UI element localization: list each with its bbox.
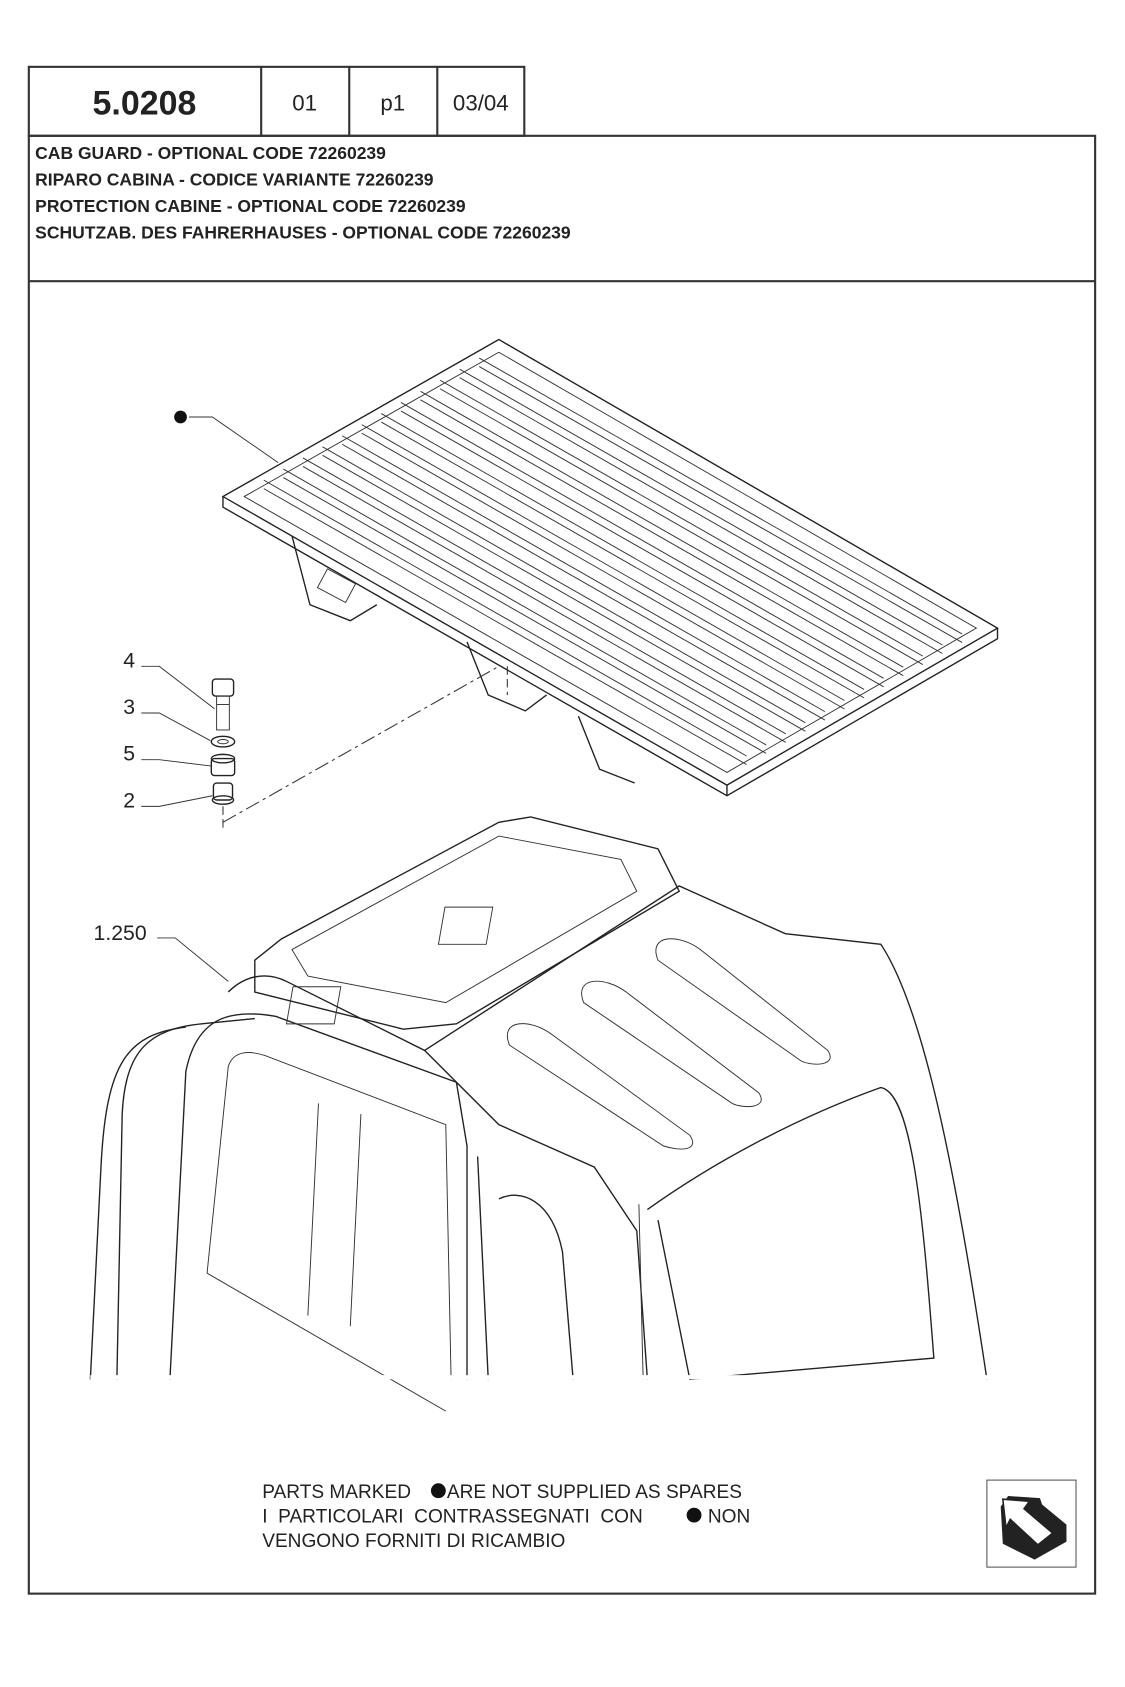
guard-slat: [302, 457, 786, 735]
revision: 01: [292, 90, 317, 115]
guard-slat: [479, 357, 963, 635]
guard-slat: [361, 432, 845, 710]
callout-5: 5: [123, 743, 135, 766]
not-supplied-marker-icon: [686, 1507, 702, 1523]
cab-guard-drawing: [174, 338, 999, 797]
guard-slat: [439, 388, 924, 666]
page-number: p1: [380, 90, 405, 115]
not-supplied-marker: [174, 410, 187, 424]
guard-slat: [341, 443, 826, 721]
header-table: 5.0208 01 p1 03/04: [27, 65, 526, 137]
guard-slat: [283, 468, 767, 746]
guard-slat: [420, 390, 904, 668]
guard-slat: [420, 399, 904, 677]
callout-1-250: 1.250: [94, 922, 147, 945]
spares-note: PARTS MARKED ARE NOT SUPPLIED AS SPARES …: [262, 1482, 750, 1552]
svg-text:PARTS MARKED: PARTS MARKED: [262, 1482, 411, 1503]
guard-slat: [381, 413, 865, 690]
title-de: SCHUTZAB. DES FAHRERHAUSES - OPTIONAL CO…: [35, 223, 571, 243]
cab-drawing: 1.250: [89, 816, 993, 1412]
section-code: 5.0208: [93, 85, 197, 123]
callout-4: 4: [123, 649, 135, 672]
guard-slat: [479, 366, 963, 643]
guard-slat: [400, 410, 884, 688]
guard-slat: [263, 488, 747, 765]
guard-slat: [302, 466, 786, 743]
guard-slat: [322, 446, 806, 724]
title-it: RIPARO CABINA - CODICE VARIANTE 72260239: [35, 170, 434, 190]
note-line3: VENGONO FORNITI DI RICAMBIO: [262, 1531, 565, 1552]
note-line2-b: NON: [708, 1507, 750, 1528]
guard-slat: [341, 435, 826, 713]
page-frame: [27, 134, 1097, 1595]
title-en: CAB GUARD - OPTIONAL CODE 72260239: [35, 143, 386, 163]
not-supplied-marker-icon: [430, 1483, 446, 1499]
guard-slat: [459, 368, 943, 646]
note-line1-a: PARTS MARKED: [262, 1482, 411, 1503]
note-line1-b: ARE NOT SUPPLIED AS SPARES: [447, 1482, 742, 1503]
guard-slat: [322, 454, 806, 732]
guard-slat: [459, 377, 943, 654]
guard-slat: [283, 477, 767, 754]
note-line2-a: I PARTICOLARI CONTRASSEGNATI CON: [262, 1507, 643, 1528]
title-block: CAB GUARD - OPTIONAL CODE 72260239 RIPAR…: [35, 143, 571, 243]
guard-slat: [361, 424, 845, 701]
arrow-back-icon[interactable]: [986, 1479, 1077, 1568]
callout-3: 3: [123, 696, 135, 719]
date: 03/04: [453, 90, 509, 115]
guard-slat: [400, 402, 884, 679]
hardware-drawing: 4 3 5 2: [123, 649, 508, 828]
guard-slat: [263, 479, 747, 757]
guard-slat: [381, 421, 865, 699]
callout-2: 2: [123, 789, 135, 812]
guard-slat: [439, 379, 924, 657]
title-fr: PROTECTION CABINE - OPTIONAL CODE 722602…: [35, 196, 466, 216]
